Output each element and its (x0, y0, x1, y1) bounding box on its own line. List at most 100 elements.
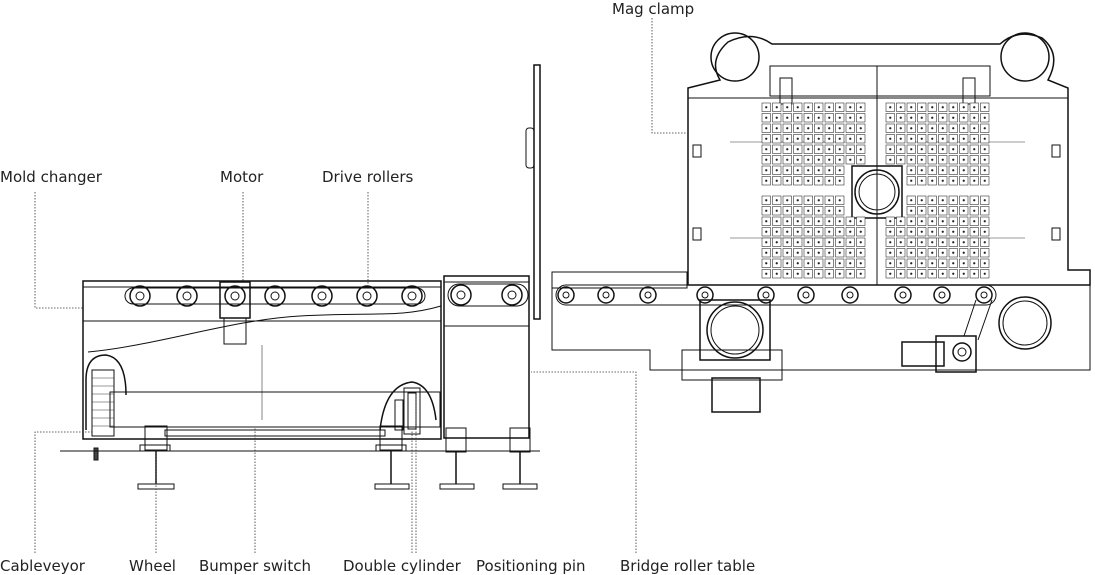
mag-cell-dot (952, 137, 955, 140)
label-double-cylinder: Double cylinder (343, 557, 462, 575)
label-motor: Motor (220, 168, 264, 186)
mag-cell-dot (941, 230, 944, 233)
mag-cell-dot (889, 272, 892, 275)
mag-cell-dot (775, 199, 778, 202)
mag-cell-dot (920, 106, 923, 109)
mag-cell-dot (775, 169, 778, 172)
mag-cell-dot (807, 220, 810, 223)
mag-cell-dot (920, 230, 923, 233)
mag-cell-dot (920, 116, 923, 119)
mag-cell-dot (786, 272, 789, 275)
mag-cell-dot (796, 262, 799, 265)
mag-cell-dot (952, 116, 955, 119)
mag-cell-dot (859, 220, 862, 223)
mag-cell-dot (775, 116, 778, 119)
mag-cell-dot (786, 148, 789, 151)
mag-cell-dot (910, 179, 913, 182)
mag-cell-dot (849, 116, 852, 119)
mag-cell-dot (828, 199, 831, 202)
mag-cell-dot (889, 137, 892, 140)
mag-cell-dot (973, 169, 976, 172)
mag-cell-dot (859, 116, 862, 119)
mag-cell-dot (983, 199, 986, 202)
mag-cell-dot (849, 137, 852, 140)
mag-cell-dot (973, 116, 976, 119)
mag-cell-dot (796, 230, 799, 233)
mag-cell-dot (817, 116, 820, 119)
mag-cell-dot (910, 148, 913, 151)
mag-cell-dot (817, 220, 820, 223)
mag-cell-dot (973, 209, 976, 212)
label-mold-changer: Mold changer (0, 168, 103, 186)
mag-cell-dot (941, 116, 944, 119)
mag-cell-dot (962, 116, 965, 119)
mag-cell-dot (889, 116, 892, 119)
mag-cell-dot (941, 106, 944, 109)
mag-cell-dot (931, 158, 934, 161)
mag-cell-dot (796, 127, 799, 130)
mag-cell-dot (920, 169, 923, 172)
mag-cell-dot (931, 179, 934, 182)
mag-cell-dot (920, 251, 923, 254)
mag-cell-dot (889, 220, 892, 223)
mag-clamp-platen (687, 32, 1091, 286)
mag-cell-dot (838, 199, 841, 202)
mag-cell-dot (786, 137, 789, 140)
mag-cell-dot (931, 241, 934, 244)
mag-cell-dot (765, 169, 768, 172)
mag-cell-dot (817, 137, 820, 140)
mag-cell-dot (931, 169, 934, 172)
mag-cell-dot (828, 272, 831, 275)
mag-cell-dot (786, 230, 789, 233)
mag-cell-dot (838, 127, 841, 130)
label-positioning-pin: Positioning pin (476, 557, 586, 575)
mag-cell-dot (828, 209, 831, 212)
leader-lines (34, 18, 686, 553)
mag-cell-dot (983, 158, 986, 161)
mag-cell-dot (952, 241, 955, 244)
mag-cell-dot (828, 116, 831, 119)
bridge-roller-table (551, 271, 1091, 413)
mag-cell-dot (786, 241, 789, 244)
mag-cell-dot (889, 127, 892, 130)
mold-changer-cart (60, 280, 540, 490)
mag-clamp-cell-grid (761, 102, 990, 279)
mag-cell-dot (838, 137, 841, 140)
mag-cell-dot (765, 116, 768, 119)
mag-cell-dot (983, 137, 986, 140)
mag-cell-dot (817, 169, 820, 172)
mag-cell-dot (849, 272, 852, 275)
mag-cell-dot (962, 127, 965, 130)
mag-cell-dot (775, 179, 778, 182)
mag-cell-dot (765, 148, 768, 151)
mag-cell-dot (849, 241, 852, 244)
mag-cell-dot (849, 148, 852, 151)
mag-cell-dot (910, 169, 913, 172)
mag-cell-dot (889, 158, 892, 161)
mag-cell-dot (973, 251, 976, 254)
mag-cell-dot (765, 179, 768, 182)
mag-cell-dot (931, 116, 934, 119)
mag-cell-dot (817, 209, 820, 212)
mag-cell-dot (828, 137, 831, 140)
mag-cell-dot (786, 199, 789, 202)
mag-cell-dot (920, 262, 923, 265)
mag-cell-dot (775, 272, 778, 275)
mag-cell-dot (962, 179, 965, 182)
label-mag-clamp: Mag clamp (612, 0, 694, 18)
mag-cell-dot (952, 158, 955, 161)
mag-cell-dot (817, 127, 820, 130)
mag-cell-dot (807, 272, 810, 275)
mag-cell-dot (910, 209, 913, 212)
mag-cell-dot (817, 230, 820, 233)
mag-cell-dot (786, 158, 789, 161)
mag-cell-dot (952, 199, 955, 202)
mag-cell-dot (962, 251, 965, 254)
mag-cell-dot (899, 106, 902, 109)
mag-cell-dot (941, 137, 944, 140)
mag-cell-dot (838, 251, 841, 254)
mag-cell-dot (983, 148, 986, 151)
mag-cell-dot (889, 251, 892, 254)
mag-cell-dot (952, 169, 955, 172)
